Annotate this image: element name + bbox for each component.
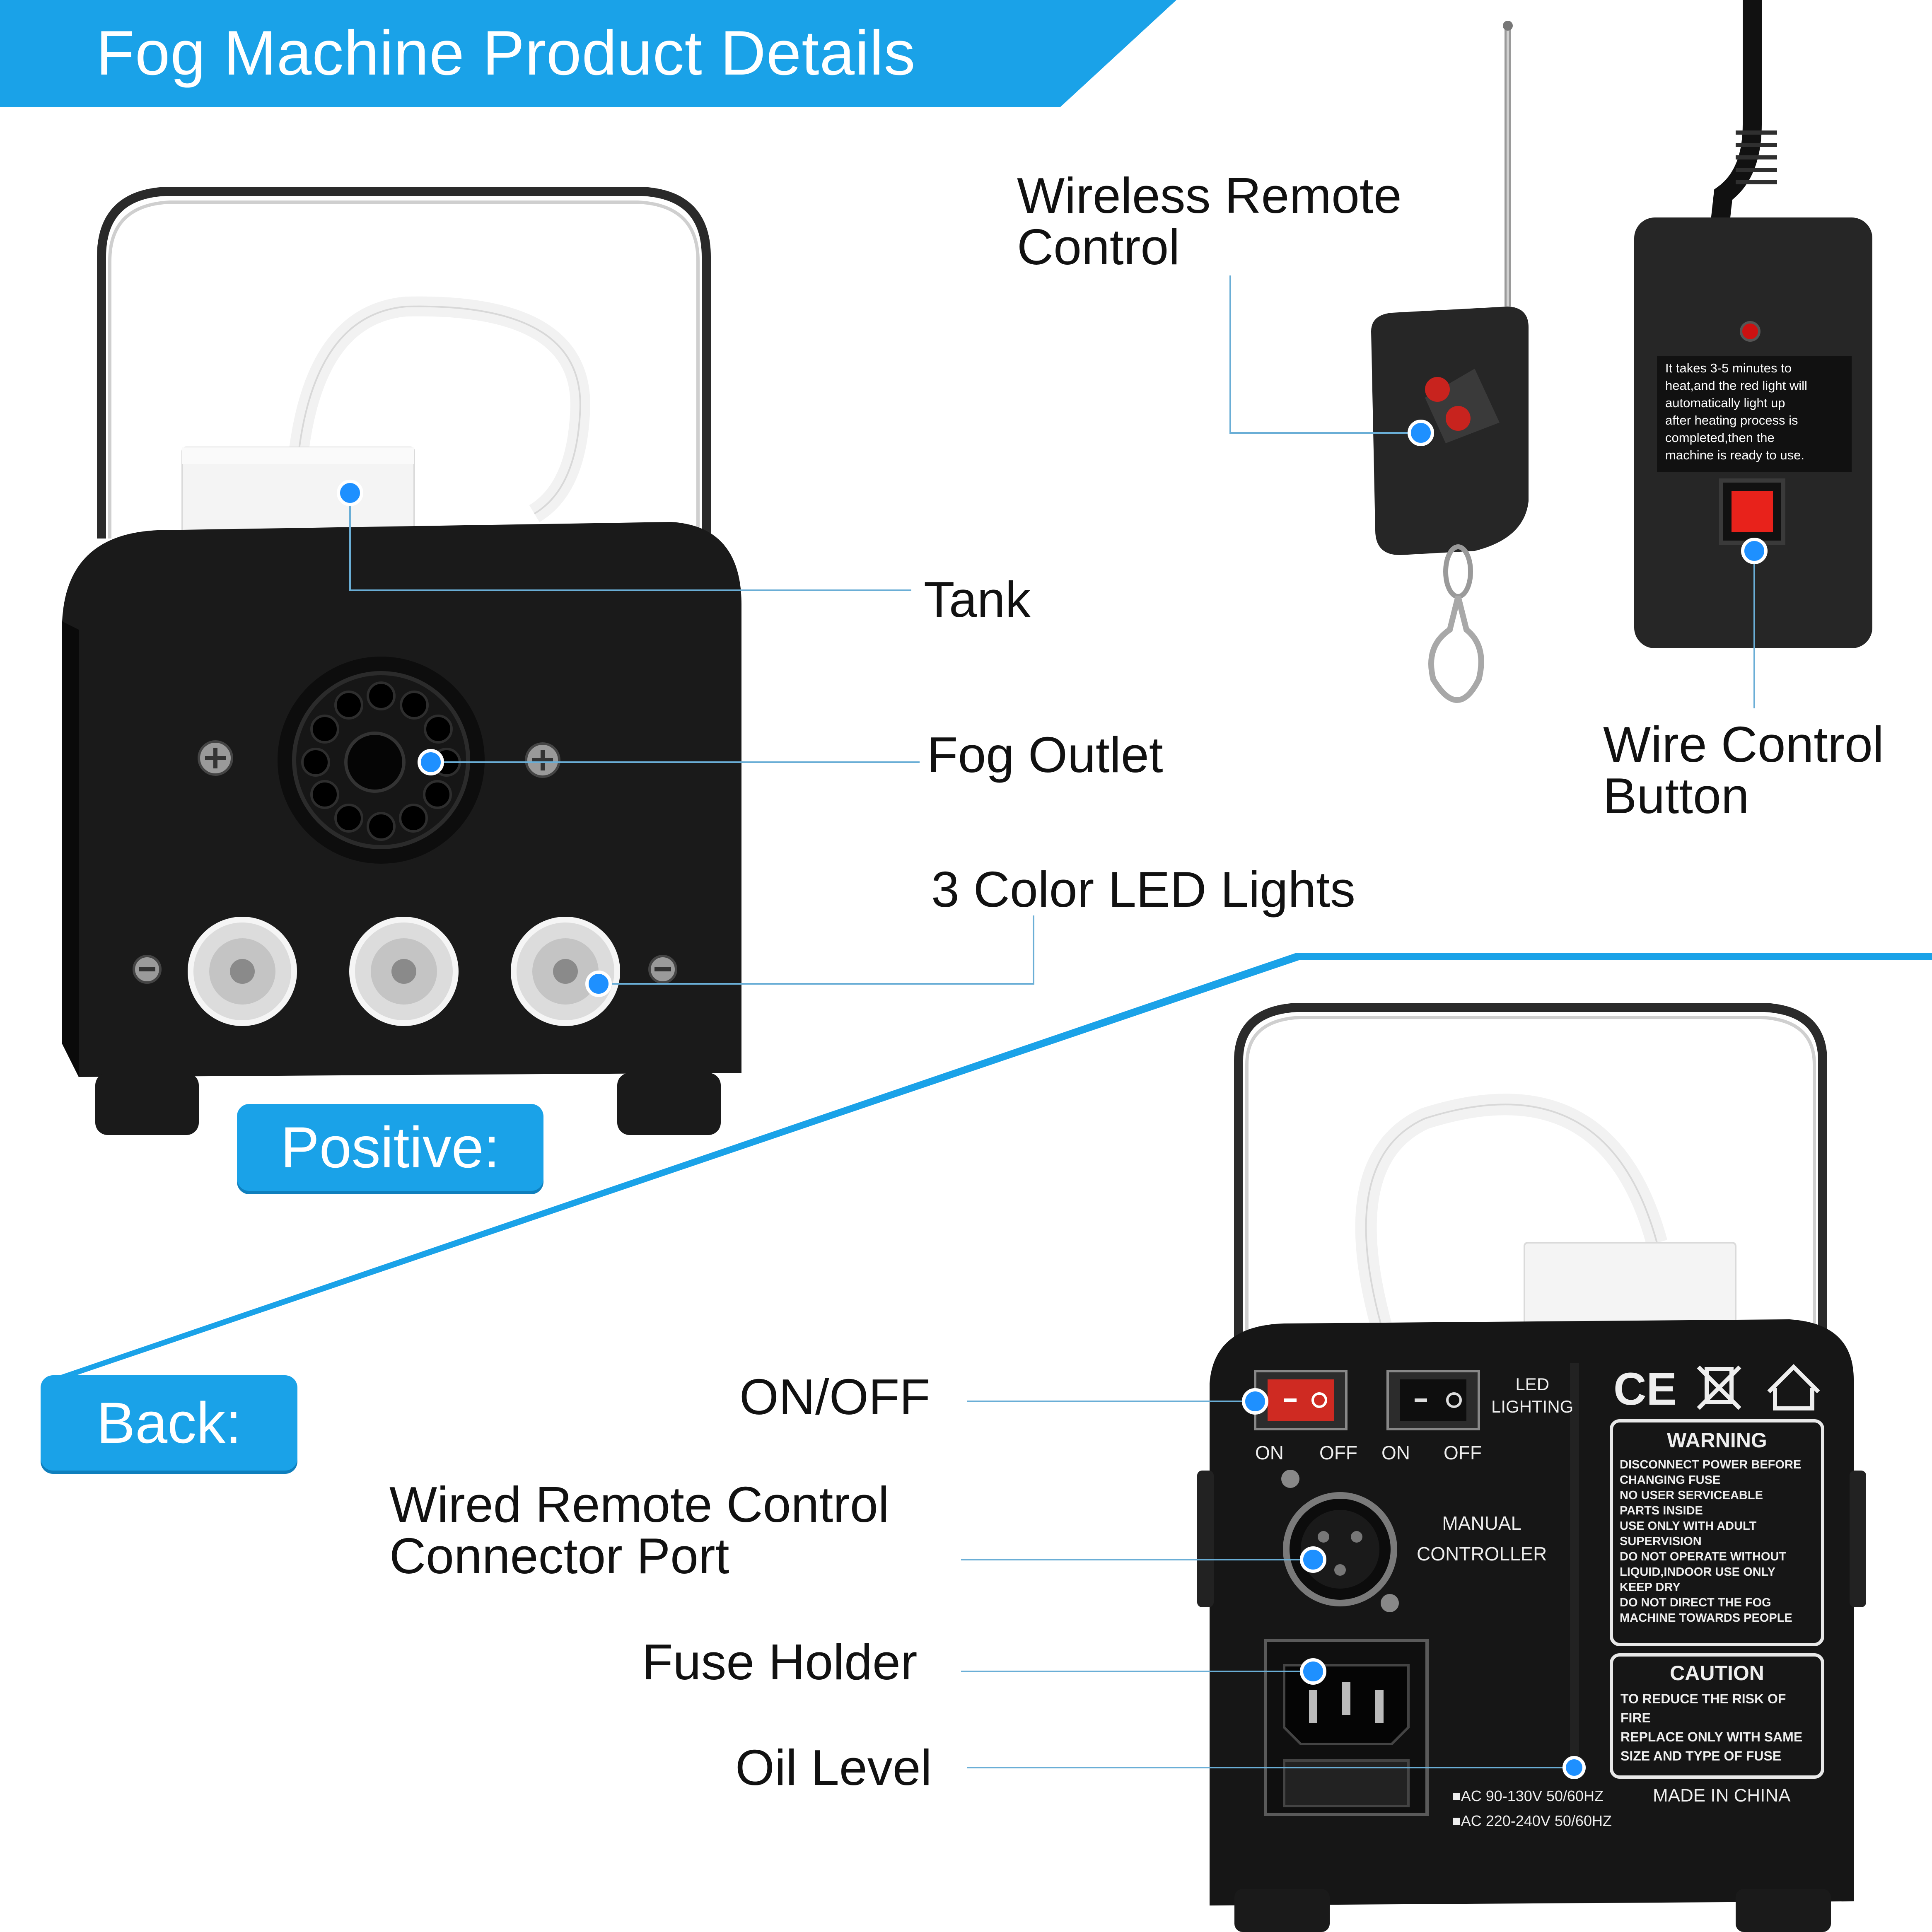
house-icon [1767,1364,1820,1410]
marker-dot-icon [418,749,444,775]
wired-controller [1634,0,1872,648]
controller-instructions: It takes 3-5 minutes to heat,and the red… [1665,361,1807,462]
marker-dot-icon [337,480,363,506]
marker-dot-icon [1300,1658,1326,1685]
led-switch-off-label: OFF [1444,1442,1482,1463]
switch-on-label: ON [1255,1442,1284,1463]
marker-dot-icon [1300,1546,1326,1573]
label-tank: Tank [924,571,1031,628]
label-wireless-remote: Wireless Remote Control [1017,167,1402,275]
caution-text: TO REDUCE THE RISK OF FIRE REPLACE ONLY … [1620,1691,1803,1763]
positive-badge: Positive: [237,1104,543,1191]
wireless-remote [1371,21,1529,703]
marker-dot-icon [1408,420,1434,446]
voltage-line-2: ■AC 220-240V 50/60HZ [1452,1812,1612,1829]
label-oil-level: Oil Level [735,1739,932,1796]
page-title: Fog Machine Product Details [96,18,916,88]
marker-dot-icon [1242,1388,1268,1415]
leader-lines [349,275,1755,1768]
warning-text: DISCONNECT POWER BEFORE CHANGING FUSE NO… [1620,1458,1802,1625]
warning-title: WARNING [1667,1429,1767,1452]
label-wire-control-button: Wire Control Button [1603,716,1884,824]
back-machine [1197,1003,1866,1932]
marker-dot-icon [1741,538,1768,564]
back-badge: Back: [41,1375,297,1471]
made-in-label: MADE IN CHINA [1653,1785,1791,1806]
led-lights [188,917,620,1026]
label-fog-outlet: Fog Outlet [927,727,1163,783]
marker-dot-icon [585,971,612,997]
led-switch-on-label: ON [1381,1442,1410,1463]
crossed-bin-icon [1697,1365,1741,1410]
ce-mark-icon: CE [1613,1364,1677,1415]
fog-outlet-holes [301,681,461,841]
label-wired-port: Wired Remote Control Connector Port [389,1476,889,1584]
marker-dots [337,420,1768,1779]
switch-off-label: OFF [1319,1442,1357,1463]
led-lighting-label: LED LIGHTING [1491,1374,1574,1416]
label-fuse-holder: Fuse Holder [642,1634,918,1690]
label-on-off: ON/OFF [739,1369,930,1425]
front-machine [62,187,741,1135]
label-led-lights: 3 Color LED Lights [931,861,1355,918]
marker-dot-icon [1563,1756,1586,1779]
manual-controller-label: MANUAL CONTROLLER [1417,1512,1547,1565]
title-banner [0,0,1176,107]
voltage-line-1: ■AC 90-130V 50/60HZ [1452,1787,1604,1804]
caution-title: CAUTION [1670,1662,1764,1685]
